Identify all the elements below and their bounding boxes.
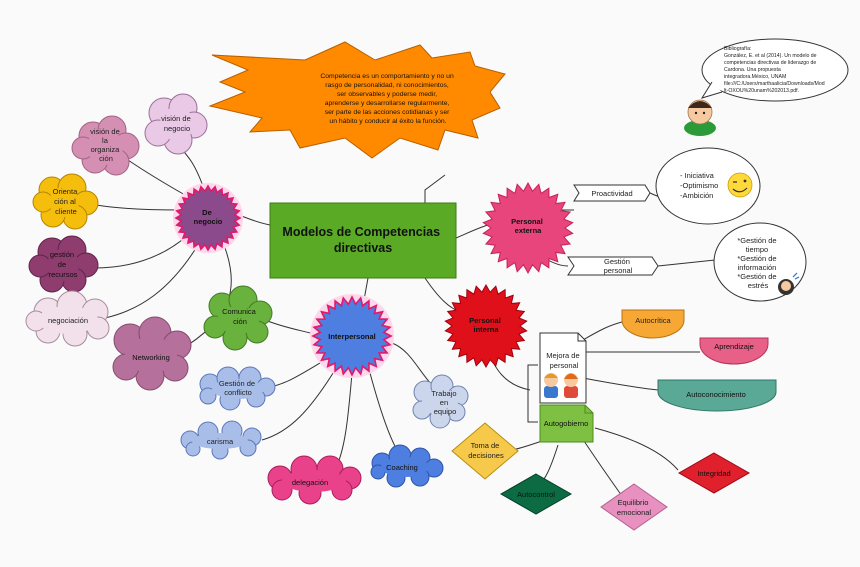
comunicacion-label: Comunica ción	[222, 307, 258, 326]
autoconocimiento-shape: Autoconocimiento	[657, 379, 777, 412]
central-box	[269, 202, 457, 279]
proactividad-label: Proactividad	[591, 189, 632, 198]
autocritica-shape: Autocrítica	[621, 309, 685, 339]
autocontrol-diamond: Autocontrol	[499, 473, 573, 515]
autocritica-label: Autocrítica	[635, 316, 671, 325]
aprendizaje-label: Aprendizaje	[714, 342, 754, 351]
connector-int-equipo	[391, 342, 433, 386]
orientacion-cliente-label: Orienta ción al cliente	[53, 187, 80, 216]
wink-smiley-icon	[727, 172, 753, 198]
hub-externa-burst	[482, 181, 574, 275]
connector-mejora-autocritica	[582, 321, 623, 341]
cloud-vision-organizacion: visión de la organiza ción	[71, 115, 140, 176]
hub-personal-interna: Personal interna	[444, 283, 528, 369]
people-icon	[544, 373, 578, 398]
cloud-trabajo-equipo: Trabajo en equipo	[412, 374, 469, 429]
equilibrio-emocional-label: Equilibrio emocional	[617, 498, 652, 517]
vision-organizacion-label: visión de la organiza ción	[90, 127, 122, 163]
connector-int-coaching	[369, 372, 401, 456]
hub-externa-label: Personal externa	[511, 217, 545, 235]
cloud-carisma: carisma	[180, 420, 262, 460]
connector-gestion-bubble	[657, 259, 716, 267]
connector-int-carisma	[261, 369, 336, 441]
connector-auto-equilibrio	[581, 437, 623, 497]
central-title: Modelos de Competencias directivas	[282, 225, 443, 255]
connector-negocio-negociacion	[104, 244, 199, 319]
star-shape	[208, 41, 506, 159]
definition-star: Competencia es un comportamiento y no un…	[208, 41, 506, 159]
hub-personal-externa: Personal externa	[482, 181, 574, 275]
connector-int-delegacion	[334, 372, 353, 471]
delegacion-label: delegación	[292, 478, 328, 487]
bibliography-text: Bibliografía: González, E. et al (2014).…	[724, 46, 826, 94]
toma-decisiones-diamond: Toma de decisiones	[451, 422, 519, 480]
carisma-label: carisma	[207, 437, 234, 446]
cloud-networking: Networking	[112, 316, 192, 391]
cloud-vision-negocio: visión de negocio	[144, 93, 208, 155]
negociacion-label: negociación	[48, 316, 88, 325]
networking-label: Networking	[132, 353, 170, 362]
connector-auto-integridad	[594, 427, 679, 471]
gestion-recursos-label: gestión de recursos	[49, 250, 78, 279]
hub-interpersonal-label: Interpersonal	[328, 332, 376, 341]
vision-negocio-label: visión de negocio	[161, 114, 193, 133]
cloud-delegacion: delegación	[267, 455, 362, 505]
gestion-bubble-text: *Gestión de tiempo *Gestión de informaci…	[737, 236, 778, 290]
arrow-proactividad: Proactividad	[573, 184, 651, 202]
central-topic: Modelos de Competencias directivas	[269, 202, 457, 279]
connector-negocio-recursos	[94, 234, 189, 269]
hub-negocio-label: De negocio	[194, 208, 223, 226]
hub-de-negocio: De negocio	[173, 183, 243, 253]
autogobierno-label: Autogobierno	[544, 419, 589, 428]
cloud-negociacion: negociación	[25, 290, 110, 347]
stressed-face-icon	[778, 272, 800, 295]
bibliography-ellipse	[701, 38, 849, 102]
hub-negocio-burst	[174, 184, 242, 252]
integridad-diamond: Integridad	[677, 452, 751, 494]
connector-int-comunicacion	[264, 319, 319, 336]
mejora-personal-label: Mejora de personal	[546, 351, 581, 370]
bibliography-tail	[700, 81, 723, 99]
aprendizaje-shape: Aprendizaje	[699, 337, 769, 365]
definition-text: Competencia es un comportamiento y no un…	[320, 73, 455, 125]
proactividad-bubble: - Iniciativa -Optimismo -Ambición	[655, 147, 761, 225]
hub-interna-burst	[444, 283, 528, 369]
autogobierno-note: Autogobierno	[539, 404, 594, 443]
proactividad-bubble-text: - Iniciativa -Optimismo -Ambición	[680, 171, 720, 200]
connector-central-star	[424, 174, 446, 203]
hub-interpersonal: Interpersonal	[310, 294, 394, 378]
bibliography-bubble: Bibliografía: González, E. et al (2014).…	[700, 38, 849, 102]
hub-interpersonal-burst	[311, 295, 393, 377]
mejora-personal-note: Mejora de personal	[539, 332, 587, 404]
gestion-bubble: *Gestión de tiempo *Gestión de informaci…	[713, 222, 807, 302]
equilibrio-emocional-diamond: Equilibrio emocional	[600, 483, 668, 531]
reader-avatar	[684, 99, 716, 136]
hub-interna-label: Personal interna	[469, 316, 503, 334]
toma-decisiones-label: Toma de decisiones	[468, 441, 504, 460]
gestion-personal-label: Gestión personal	[604, 257, 633, 275]
cloud-gestion-recursos: gestión de recursos	[28, 235, 99, 293]
integridad-label: Integridad	[697, 469, 730, 478]
autoconocimiento-label: Autoconocimiento	[686, 390, 746, 399]
trabajo-equipo-label: Trabajo en equipo	[431, 389, 458, 416]
cloud-gestion-conflicto: Gestión de conflicto	[199, 366, 276, 411]
cloud-coaching: Coaching	[370, 444, 444, 488]
coaching-label: Coaching	[386, 463, 418, 472]
arrow-gestion-personal: Gestión personal	[567, 256, 659, 276]
cloud-orientacion-cliente: Orienta ción al cliente	[32, 173, 99, 230]
cloud-comunicacion: Comunica ción	[203, 285, 273, 351]
connector-mejora-autoconocimiento	[582, 377, 659, 391]
connector-negocio-cliente	[95, 204, 181, 211]
autocontrol-label: Autocontrol	[517, 490, 555, 499]
connector-central-externa	[455, 224, 489, 239]
connector-negocio-org	[127, 159, 186, 196]
gestion-conflicto-label: Gestión de conflicto	[219, 379, 257, 397]
connector-mejora-bracket	[527, 364, 538, 423]
